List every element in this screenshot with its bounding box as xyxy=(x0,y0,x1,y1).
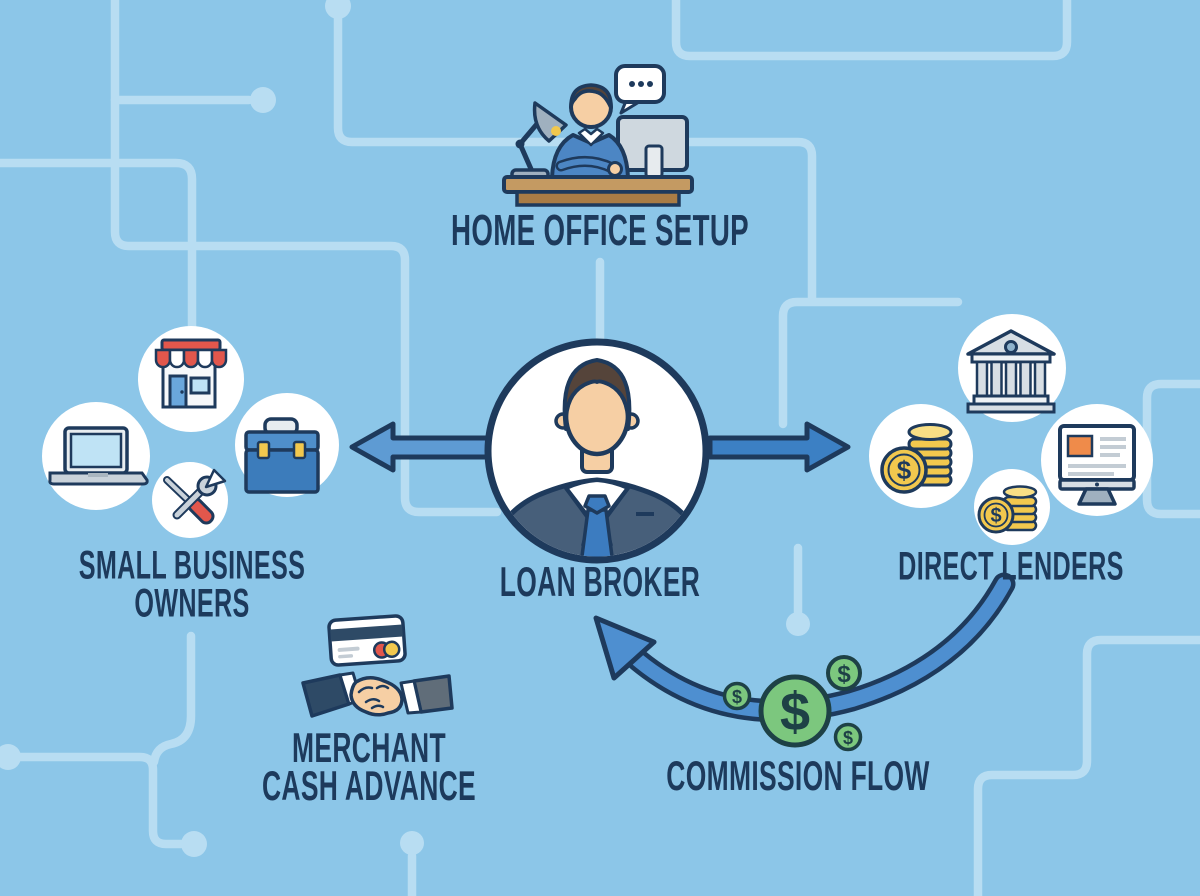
dollar-sign: $ xyxy=(780,682,810,742)
direct-lenders-label: DIRECT LENDERS xyxy=(898,544,1124,589)
direct-lenders-cluster: $ $ xyxy=(869,314,1153,545)
circuit-trace xyxy=(778,297,963,429)
small-business-owners-label-line1: SMALL BUSINESS xyxy=(78,543,306,588)
node-dot xyxy=(786,612,810,636)
green-dollar-coin-icon: $ xyxy=(833,722,863,752)
node-dot xyxy=(250,87,276,113)
merchant-cash-advance-label-line1: MERCHANT xyxy=(292,724,446,771)
small-business-cluster xyxy=(42,326,339,538)
small-business-owners-label-line2: OWNERS xyxy=(134,581,250,626)
toolbox-icon xyxy=(244,417,320,494)
credit-card-icon xyxy=(327,614,407,667)
laptop-icon xyxy=(48,426,149,486)
circuit-trace xyxy=(110,0,502,517)
node-dot xyxy=(0,744,21,770)
desk xyxy=(502,175,694,207)
arrowhead xyxy=(593,615,657,681)
merchant-cash-advance-label-line2: CASH ADVANCE xyxy=(261,762,477,809)
small-coin-stack-icon: $ xyxy=(977,485,1038,534)
home-office-illustration xyxy=(502,64,694,207)
speech-bubble-icon xyxy=(614,64,666,115)
circuit-trace xyxy=(149,631,196,767)
handshake-icon xyxy=(301,671,454,718)
dollar-sign: $ xyxy=(837,661,851,688)
node-dot xyxy=(181,831,207,857)
left-arrow xyxy=(349,421,493,473)
green-dollar-coin-icon: $ xyxy=(826,655,862,691)
storefront-icon xyxy=(154,338,228,409)
dollar-coin-icon: $ xyxy=(977,496,1015,534)
loan-broker-label: LOAN BROKER xyxy=(499,558,701,605)
person-at-desk-icon xyxy=(550,83,630,180)
circuit-trace xyxy=(0,158,197,343)
green-dollar-coin-icon: $ xyxy=(758,674,832,748)
coin-stack-icon: $ xyxy=(880,423,953,494)
circuit-trace xyxy=(671,0,1072,61)
dollar-sign: $ xyxy=(843,728,853,748)
circuit-trace xyxy=(1142,379,1200,519)
node-dot xyxy=(400,831,424,855)
computer-screen-icon xyxy=(1058,424,1136,506)
dollar-coin-icon: $ xyxy=(880,446,928,494)
green-dollar-coin-icon: $ xyxy=(722,681,752,711)
right-arrow xyxy=(707,421,851,473)
node-dot xyxy=(325,0,351,19)
dollar-sign: $ xyxy=(732,687,742,707)
commission-flow-label: COMMISSION FLOW xyxy=(666,752,930,799)
monitor-icon xyxy=(616,115,689,179)
home-office-label: HOME OFFICE SETUP xyxy=(451,206,749,255)
bank-icon xyxy=(966,329,1056,414)
tools-icon xyxy=(163,468,227,525)
loan-broker-avatar xyxy=(484,338,710,564)
circuit-trace xyxy=(973,635,1200,896)
dollar-sign: $ xyxy=(897,455,912,485)
commission-arrow-icon xyxy=(593,572,1016,723)
dollar-sign: $ xyxy=(990,505,1001,527)
merchant-cash-advance-illustration xyxy=(301,614,454,718)
circuit-trace xyxy=(5,752,186,849)
commission-coins: $ $ $ $ xyxy=(722,655,863,752)
